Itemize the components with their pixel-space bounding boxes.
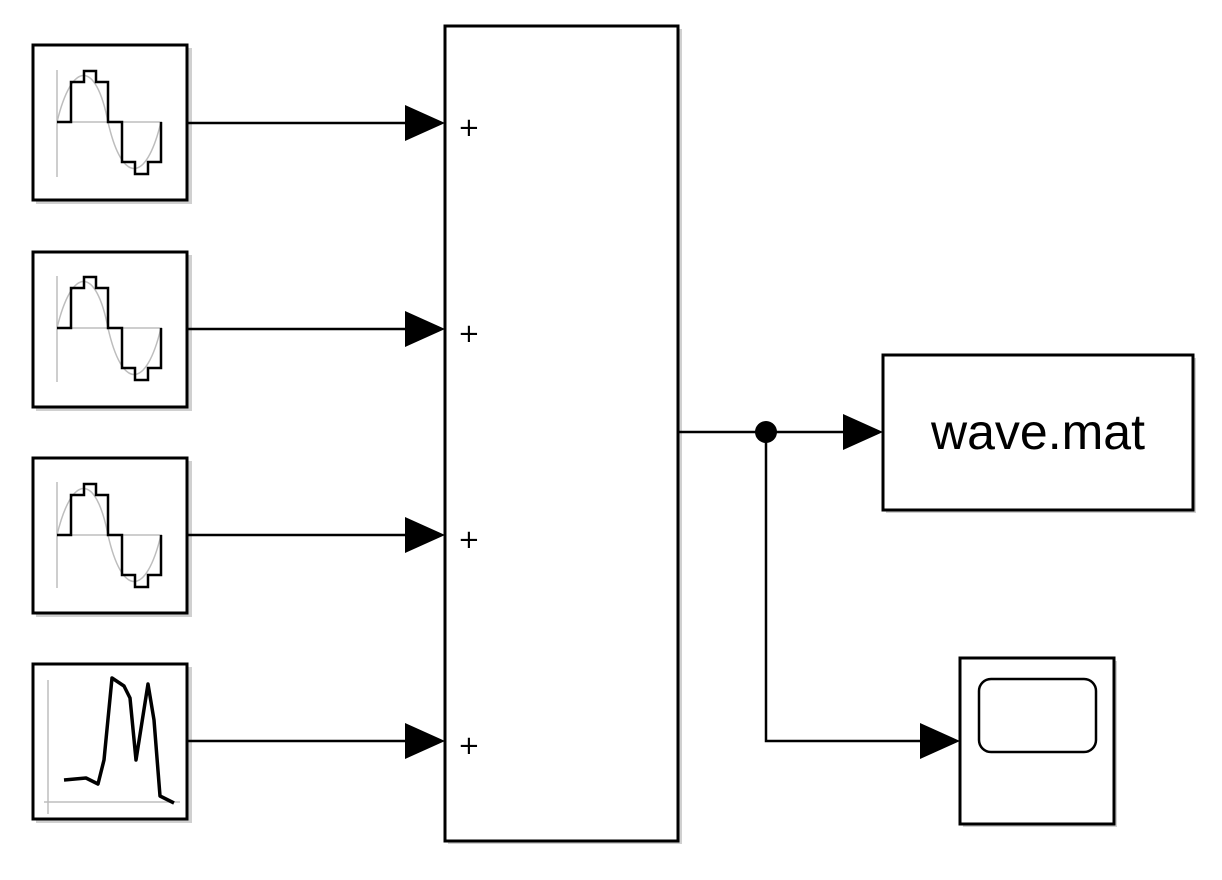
input-sign-3: + (458, 525, 480, 555)
signal-line-1[interactable] (188, 105, 445, 141)
signal-source-4[interactable] (31, 662, 192, 823)
discrete-sine-wave-icon (56, 69, 163, 177)
discrete-sine-wave-icon (56, 482, 163, 589)
arrow-icon (843, 414, 883, 450)
scope-block[interactable] (958, 656, 1117, 827)
sine-wave-source-3[interactable] (31, 456, 192, 617)
to-file-block[interactable]: wave.mat (881, 353, 1196, 513)
discrete-sine-wave-icon (56, 275, 163, 382)
scope-icon (977, 677, 1098, 754)
arrow-icon (405, 311, 445, 347)
input-sign-1: + (458, 113, 480, 143)
input-sign-4: + (458, 731, 480, 761)
output-signal-line[interactable] (678, 414, 883, 450)
signal-line-2[interactable] (188, 311, 445, 347)
sine-wave-source-2[interactable] (31, 250, 192, 411)
arrow-icon (405, 517, 445, 553)
sine-wave-source-1[interactable] (31, 43, 192, 204)
arrow-icon (405, 723, 445, 759)
arrow-icon (405, 105, 445, 141)
branch-signal-line[interactable] (764, 432, 960, 759)
input-sign-2: + (458, 319, 480, 349)
arrow-icon (920, 723, 960, 759)
sum-block[interactable]: + + + + (443, 24, 682, 844)
signal-line-4[interactable] (188, 723, 445, 759)
to-file-label: wave.mat (930, 404, 1145, 460)
signal-waveform-icon (44, 676, 180, 814)
signal-line-3[interactable] (188, 517, 445, 553)
